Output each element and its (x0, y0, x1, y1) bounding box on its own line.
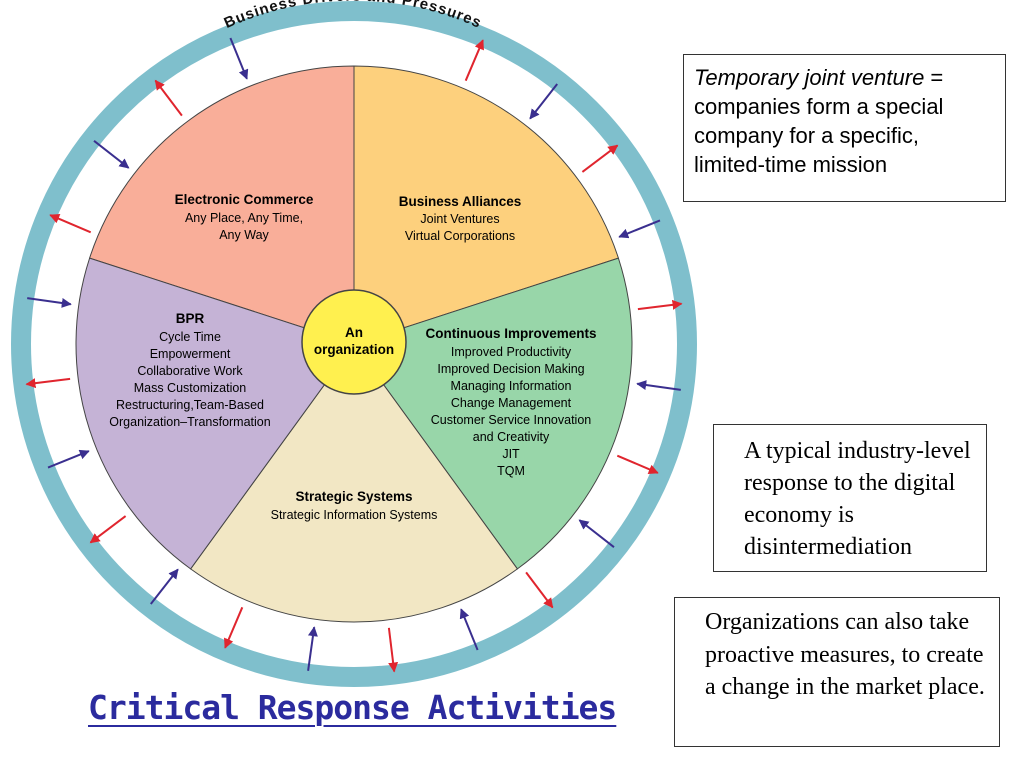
inward-pressure-arrow (529, 83, 558, 120)
organization-center (301, 289, 407, 395)
joint-venture-term: Temporary joint venture (694, 65, 925, 90)
segment-strategic-systems (189, 343, 519, 623)
center-label-line1: An (345, 325, 363, 340)
center-label-line2: organization (314, 342, 394, 357)
inward-pressure-arrow (578, 519, 615, 548)
outward-response-arrow (89, 515, 127, 544)
segment-line: Any Place, Any Time, (185, 211, 303, 225)
segment-line: Strategic Information Systems (271, 508, 438, 522)
inward-pressure-arrow (636, 380, 681, 391)
joint-venture-note: Temporary joint venture = companies form… (683, 54, 1006, 202)
inward-pressure-arrow (150, 568, 179, 605)
segment-line: Mass Customization (134, 381, 247, 395)
segment-title-bpr: BPR (176, 311, 205, 326)
segment-title-continuous-improvements: Continuous Improvements (425, 326, 596, 341)
segment-line: Empowerment (150, 347, 231, 361)
outward-response-arrow (154, 79, 183, 117)
segment-line: and Creativity (473, 430, 550, 444)
inward-pressure-arrow (47, 449, 90, 469)
segment-bpr (75, 257, 355, 570)
segment-line: Change Management (451, 396, 572, 410)
outward-response-arrow (637, 299, 683, 311)
business-drivers-ring (11, 1, 697, 687)
outward-response-arrow (464, 39, 484, 82)
pie-segments (75, 65, 633, 623)
segment-title-business-alliances: Business Alliances (399, 194, 522, 209)
inward-pressure-arrow (618, 219, 661, 239)
segment-title-strategic-systems: Strategic Systems (295, 489, 412, 504)
inward-pressure-arrow (459, 608, 479, 651)
segment-line: TQM (497, 464, 525, 478)
inward-pressure-arrow (229, 37, 249, 80)
segment-business-alliances (353, 65, 620, 345)
inward-pressure-arrow (27, 297, 72, 308)
outward-response-arrow (616, 454, 659, 474)
outward-response-arrow (387, 627, 399, 673)
joint-venture-definition: = companies form a special company for a… (694, 65, 944, 177)
outward-response-arrow (525, 571, 554, 609)
outward-response-arrow (224, 606, 244, 649)
segment-electronic-commerce (88, 65, 355, 345)
outward-response-arrow (49, 214, 92, 234)
segment-line: Organization–Transformation (109, 415, 270, 429)
segment-line: Cycle Time (159, 330, 221, 344)
inward-pressure-arrow (93, 140, 130, 169)
segment-title-electronic-commerce: Electronic Commerce (175, 192, 314, 207)
segment-line: Managing Information (451, 379, 572, 393)
segment-continuous-improvements (353, 257, 633, 570)
segment-line: Restructuring,Team-Based (116, 398, 264, 412)
segment-line: JIT (502, 447, 520, 461)
segment-line: Any Way (219, 228, 269, 242)
disintermediation-note: A typical industry-level response to the… (713, 424, 987, 572)
segment-line: Improved Productivity (451, 345, 572, 359)
pressure-arrows (25, 37, 683, 673)
segment-line: Joint Ventures (420, 212, 499, 226)
inward-pressure-arrow (307, 626, 318, 671)
segment-line: Customer Service Innovation (431, 413, 592, 427)
outward-response-arrow (25, 377, 71, 389)
outward-response-arrow (581, 144, 619, 173)
page-title: Critical Response Activities (88, 688, 617, 727)
segment-line: Improved Decision Making (437, 362, 584, 376)
segment-line: Virtual Corporations (405, 229, 515, 243)
segment-line: Collaborative Work (137, 364, 243, 378)
proactive-measures-note: Organizations can also take proactive me… (674, 597, 1000, 747)
